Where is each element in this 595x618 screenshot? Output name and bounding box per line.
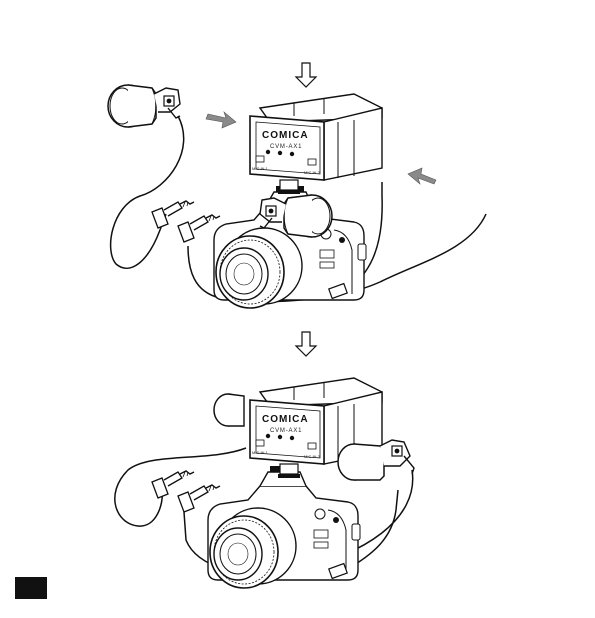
adapter-right-jack-label: MIC IN 2 bbox=[304, 454, 321, 459]
adapter-left-jack-label: MIC IN 1 bbox=[252, 166, 269, 171]
step-2-group: COMICA CVM-AX1 MIC IN 1 MIC IN 2 bbox=[115, 332, 414, 588]
left-mic-cable bbox=[111, 116, 184, 268]
left-microphone bbox=[108, 85, 180, 127]
step-1-group: COMICA CVM-AX1 MIC IN 1 MIC IN 2 bbox=[108, 63, 486, 308]
right-microphone bbox=[338, 440, 414, 480]
adapter-right-jack-label: MIC IN 2 bbox=[304, 170, 321, 175]
down-arrow-icon bbox=[296, 63, 316, 87]
insert-arrow-icon bbox=[206, 112, 236, 128]
adapter-left-jack-label: MIC IN 1 bbox=[252, 450, 269, 455]
adapter-brand-text: COMICA bbox=[262, 414, 309, 425]
insert-arrow-icon bbox=[408, 168, 436, 184]
adapter-model-text: CVM-AX1 bbox=[270, 428, 302, 434]
adapter-brand-text: COMICA bbox=[262, 130, 309, 141]
down-arrow-icon bbox=[296, 332, 316, 356]
page-number-box bbox=[15, 577, 47, 599]
adapter-model-text: CVM-AX1 bbox=[270, 144, 302, 150]
